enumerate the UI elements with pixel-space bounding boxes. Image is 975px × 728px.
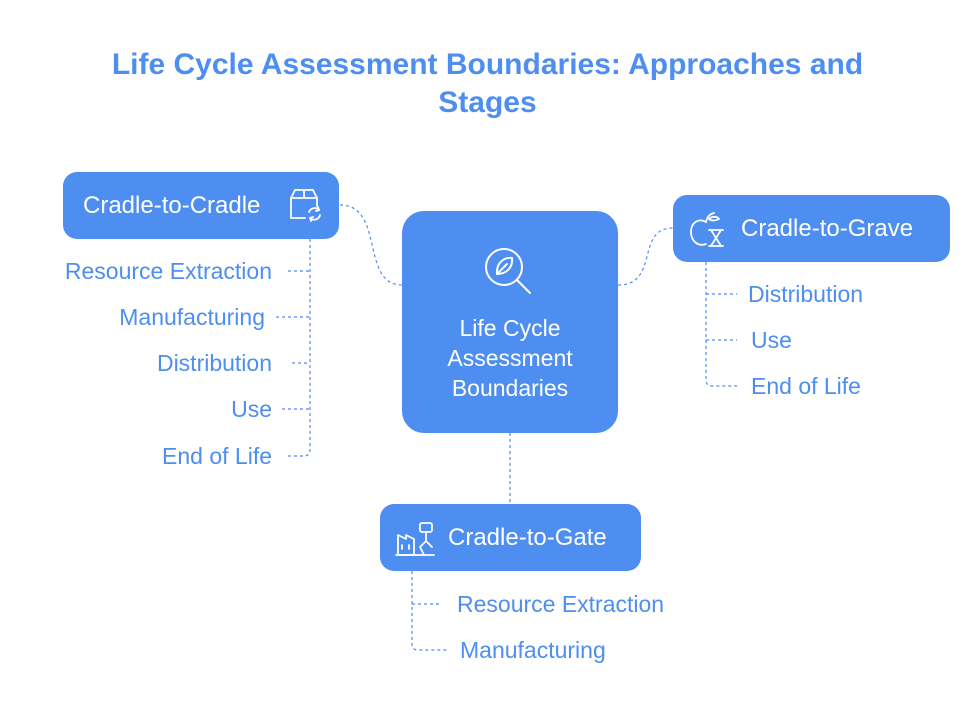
grave-stage-item: Use [751,327,792,353]
apple-hourglass-icon [690,211,724,247]
cradle-stage-item: End of Life [162,443,272,469]
center-label: Life Cycle Assessment Boundaries [447,315,573,401]
connector-center-grave [617,227,674,286]
grave-stage-item: End of Life [751,373,861,399]
connector-center-cradle [339,204,403,286]
trunk-gate [411,571,447,651]
cradle-to-gate-node[interactable]: Cradle-to-Gate [380,504,641,571]
page-title: Life Cycle Assessment Boundaries: Approa… [111,48,864,119]
trunk-grave [705,262,737,387]
grave-stage-item: Distribution [748,281,864,307]
cradle-to-grave-label: Cradle-to-Grave [741,214,914,242]
trunk-cradle [303,239,311,457]
cradle-to-gate-label: Cradle-to-Gate [448,523,607,551]
gate-stage-item: Manufacturing [460,637,606,663]
cradle-to-grave-node[interactable]: Cradle-to-Grave [673,195,950,262]
gate-stage-item: Resource Extraction [457,591,665,617]
leaf-magnifier-icon [485,248,531,294]
cradle-stage-item: Manufacturing [119,304,265,330]
box-recycle-icon [290,189,321,222]
cradle-to-cradle-node[interactable]: Cradle-to-Cradle [63,172,339,239]
cradle-stage-item: Resource Extraction [64,258,272,284]
cradle-stage-item: Distribution [156,350,272,376]
cradle-stage-item: Use [231,396,272,422]
center-node[interactable]: Life Cycle Assessment Boundaries [402,211,618,433]
cradle-to-cradle-label: Cradle-to-Cradle [83,191,261,219]
factory-worker-icon [395,521,435,556]
